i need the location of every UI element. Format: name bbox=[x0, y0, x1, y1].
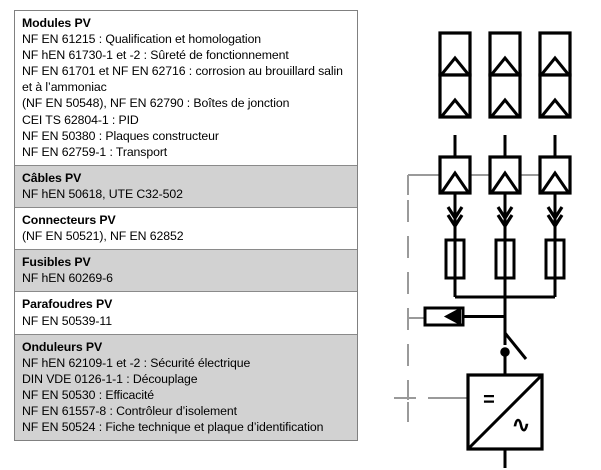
dc-disconnect-switch-icon bbox=[503, 332, 528, 360]
table-row: Parafoudres PV NF EN 50539-11 bbox=[15, 292, 357, 335]
row-line: et à l’ammoniac bbox=[22, 80, 107, 95]
table-row: Câbles PV NF hEN 50618, UTE C32-502 bbox=[15, 165, 357, 209]
row-title: Connecteurs PV bbox=[22, 213, 116, 228]
module-to-string-wires-icon bbox=[453, 135, 557, 157]
row-line: NF EN 61557-8 : Contrôleur d’isolement bbox=[22, 403, 237, 418]
row-line: CEI TS 62804-1 : PID bbox=[22, 112, 139, 127]
row-title: Câbles PV bbox=[22, 170, 82, 185]
blocking-diode-icon bbox=[446, 193, 464, 240]
row-line: NF EN 50539-11 bbox=[22, 313, 112, 328]
row-line: NF hEN 62109-1 et -2 : Sécurité électriq… bbox=[22, 355, 251, 370]
pv-single-line-diagram: = ∿ bbox=[380, 0, 601, 470]
row-line: NF hEN 60269-6 bbox=[22, 271, 113, 286]
table-row: Fusibles PV NF hEN 60269-6 bbox=[15, 250, 357, 293]
string-junction-box-icon bbox=[438, 155, 472, 195]
dc-bus-bar-icon bbox=[455, 295, 555, 345]
row-title: Parafoudres PV bbox=[22, 297, 113, 312]
pv-module-icon bbox=[438, 31, 472, 119]
string-fuse-icon bbox=[494, 238, 516, 297]
row-title: Onduleurs PV bbox=[22, 339, 103, 354]
row-title: Fusibles PV bbox=[22, 255, 91, 270]
pv-module-icon bbox=[538, 31, 572, 119]
row-line: DIN VDE 0126-1-1 : Découplage bbox=[22, 371, 198, 386]
inverter-dc-label: = bbox=[483, 389, 495, 411]
row-line: NF EN 61215 : Qualification et homologat… bbox=[22, 32, 262, 47]
blocking-diode-icon bbox=[546, 193, 564, 240]
inverter-icon bbox=[466, 373, 544, 451]
row-line: NF EN 61701 et NF EN 62716 : corrosion a… bbox=[22, 64, 343, 79]
surge-arrester-icon bbox=[423, 306, 505, 327]
row-line: NF EN 50530 : Efficacité bbox=[22, 387, 155, 402]
row-line: (NF EN 50521), NF EN 62852 bbox=[22, 229, 184, 244]
inverter-ac-label: ∿ bbox=[512, 412, 530, 437]
pv-standards-table: Modules PV NF EN 61215 : Qualification e… bbox=[14, 10, 358, 442]
switch-terminal-icon bbox=[500, 347, 510, 357]
string-junction-box-icon bbox=[538, 155, 572, 195]
row-line: (NF EN 50548), NF EN 62790 : Boîtes de j… bbox=[22, 96, 290, 111]
string-junction-box-icon bbox=[488, 155, 522, 195]
pv-module-icon bbox=[488, 31, 522, 119]
row-line: NF EN 50524 : Fiche technique et plaque … bbox=[22, 420, 324, 435]
table-row: Modules PV NF EN 61215 : Qualification e… bbox=[15, 11, 357, 166]
string-fuse-icon bbox=[444, 238, 466, 297]
table-row: Connecteurs PV (NF EN 50521), NF EN 6285… bbox=[15, 208, 357, 251]
table-row: Onduleurs PV NF hEN 62109-1 et -2 : Sécu… bbox=[15, 334, 357, 441]
row-line: NF hEN 61730-1 et -2 : Sûreté de fonctio… bbox=[22, 48, 289, 63]
row-line: NF hEN 50618, UTE C32-502 bbox=[22, 186, 183, 201]
string-fuse-icon bbox=[544, 238, 566, 297]
row-line: NF EN 50380 : Plaques constructeur bbox=[22, 128, 219, 143]
row-line: NF EN 62759-1 : Transport bbox=[22, 144, 168, 159]
blocking-diode-icon bbox=[496, 193, 514, 240]
row-title: Modules PV bbox=[22, 16, 91, 30]
